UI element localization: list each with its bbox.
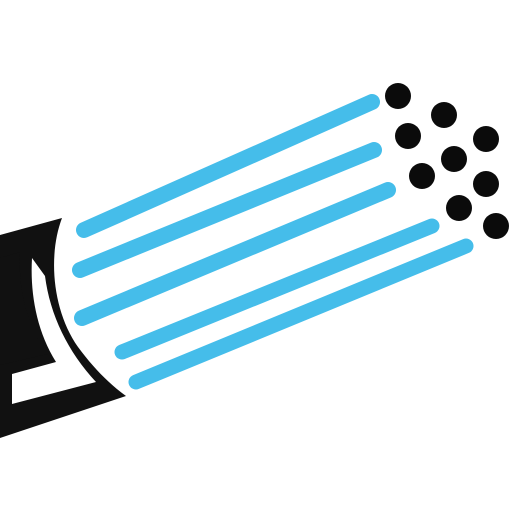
cable-jacket-rim bbox=[12, 258, 96, 404]
fiber-strand bbox=[114, 218, 440, 360]
fiber-end-dot bbox=[395, 123, 421, 149]
cable-jacket-core bbox=[0, 252, 48, 365]
cable-jacket bbox=[0, 218, 126, 438]
fiber-end-dot bbox=[385, 83, 411, 109]
fiber-end-dot bbox=[473, 171, 499, 197]
fiber-strand bbox=[128, 238, 474, 390]
fiber-ends bbox=[385, 83, 509, 239]
fiber-strands bbox=[72, 94, 474, 390]
fiber-strand bbox=[76, 94, 380, 238]
fiber-end-dot bbox=[473, 126, 499, 152]
fiber-end-dot bbox=[446, 195, 472, 221]
fiber-end-dot bbox=[441, 146, 467, 172]
fiber-end-dot bbox=[409, 163, 435, 189]
fiber-end-dot bbox=[483, 213, 509, 239]
fiber-end-dot bbox=[431, 102, 457, 128]
fiber-strand bbox=[74, 182, 396, 326]
fiber-strand bbox=[72, 142, 382, 278]
